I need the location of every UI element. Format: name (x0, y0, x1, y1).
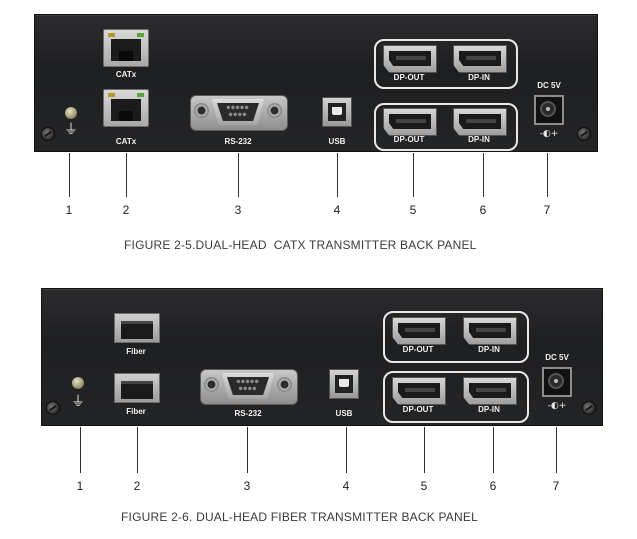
dc-label: DC 5V (537, 81, 561, 90)
dc-label: DC 5V (545, 353, 569, 362)
callout-line (238, 153, 239, 197)
callout-line (69, 153, 70, 197)
displayport-icon (392, 377, 446, 405)
displayport-icon (453, 108, 507, 136)
dp-group-top (383, 311, 529, 363)
dp-in-label: DP-IN (478, 345, 500, 354)
dp-group-top (374, 39, 518, 89)
usb-label: USB (335, 409, 353, 418)
callout-number: 3 (234, 203, 242, 217)
sfp-port-icon (114, 373, 160, 403)
sfp-port-icon (114, 313, 160, 343)
usb-label: USB (328, 137, 346, 146)
displayport-icon (383, 108, 437, 136)
callout-line (493, 427, 494, 473)
dp-out-label: DP-OUT (402, 405, 434, 414)
dp-out-label: DP-OUT (393, 135, 425, 144)
displayport-icon (392, 317, 446, 345)
dp-in-label: DP-IN (468, 73, 490, 82)
figure-catx-transmitter: ⏚ CATx CATx ●●●●●●●●● RS-232 USB DP-OUT … (0, 0, 637, 262)
figure-fiber-transmitter: ⏚ Fiber Fiber ●●●●●●●●● RS-232 USB DP-OU… (0, 270, 637, 539)
fiber-label: Fiber (126, 347, 146, 356)
callout-line (424, 427, 425, 473)
callout-number: 4 (342, 479, 350, 493)
dp-group-bottom (374, 103, 518, 151)
dp-in-label: DP-IN (468, 135, 490, 144)
callout-number: 4 (333, 203, 341, 217)
figure-caption: FIGURE 2-6. DUAL-HEAD FIBER TRANSMITTER … (121, 510, 478, 524)
rj45-port-icon (103, 29, 149, 67)
displayport-icon (463, 317, 517, 345)
callout-number: 7 (552, 479, 560, 493)
callout-line (137, 427, 138, 473)
displayport-icon (453, 45, 507, 73)
dc-jack-icon (542, 367, 572, 397)
rs232-label: RS-232 (234, 409, 262, 418)
usb-b-port-icon (329, 369, 359, 399)
screw-icon (582, 401, 596, 415)
callout-number: 1 (65, 203, 73, 217)
usb-b-port-icon (322, 97, 352, 127)
figure-caption: FIGURE 2-5.DUAL-HEAD CATX TRANSMITTER BA… (124, 238, 477, 252)
dp-out-label: DP-OUT (402, 345, 434, 354)
callout-line (483, 153, 484, 197)
callout-line (556, 427, 557, 473)
callout-number: 5 (409, 203, 417, 217)
rs232-label: RS-232 (224, 137, 252, 146)
dc-jack-icon (534, 95, 564, 125)
ground-icon: ⏚ (64, 122, 78, 138)
screw-icon (41, 127, 55, 141)
dp-in-label: DP-IN (478, 405, 500, 414)
callout-line (337, 153, 338, 197)
rj45-port-icon (103, 89, 149, 127)
callout-line (413, 153, 414, 197)
displayport-icon (383, 45, 437, 73)
polarity-icon: -◐+ (539, 129, 559, 139)
callout-number: 3 (243, 479, 251, 493)
screw-icon (46, 401, 60, 415)
callout-number: 1 (76, 479, 84, 493)
callout-line (247, 427, 248, 473)
polarity-icon: -◐+ (547, 401, 567, 411)
back-panel: ⏚ Fiber Fiber ●●●●●●●●● RS-232 USB DP-OU… (41, 288, 603, 426)
back-panel: ⏚ CATx CATx ●●●●●●●●● RS-232 USB DP-OUT … (34, 14, 598, 152)
dp-group-bottom (383, 371, 529, 423)
ground-post (65, 107, 77, 119)
callout-line (346, 427, 347, 473)
callout-number: 7 (543, 203, 551, 217)
callout-number: 2 (133, 479, 141, 493)
catx-label: CATx (115, 70, 137, 79)
callout-number: 6 (479, 203, 487, 217)
callout-line (126, 153, 127, 197)
ground-icon: ⏚ (71, 394, 85, 410)
ground-post (72, 377, 84, 389)
callout-line (80, 427, 81, 473)
fiber-label: Fiber (126, 407, 146, 416)
displayport-icon (463, 377, 517, 405)
callout-number: 6 (489, 479, 497, 493)
catx-label: CATx (115, 137, 137, 146)
callout-number: 2 (122, 203, 130, 217)
callout-number: 5 (420, 479, 428, 493)
callout-line (547, 153, 548, 197)
dp-out-label: DP-OUT (393, 73, 425, 82)
screw-icon (577, 127, 591, 141)
